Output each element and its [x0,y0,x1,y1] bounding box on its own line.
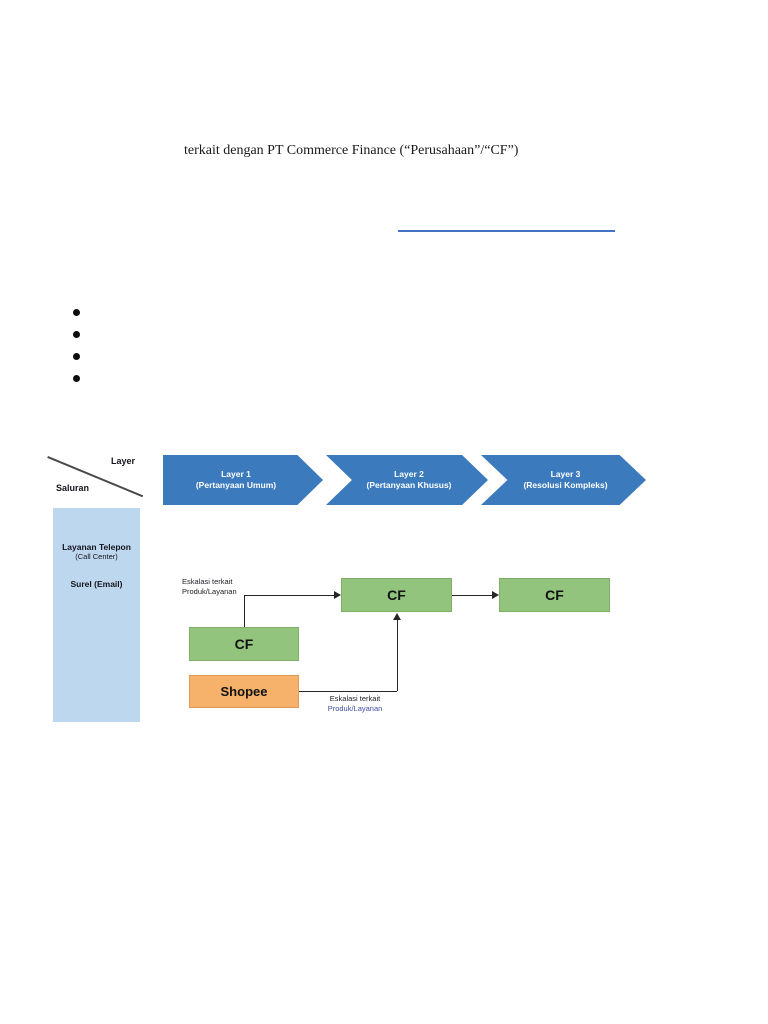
node-cf-layer3: CF [499,578,610,612]
bullet-point [73,331,80,338]
layer1-title: Layer 1 [221,469,251,479]
axis-label-saluran: Saluran [56,483,90,493]
bullet-point [73,375,80,382]
node-cf-layer1: CF [189,627,299,661]
layer2-arrow: Layer 2 (Pertanyaan Khusus) [326,455,488,505]
connector-cf2-to-cf3 [452,595,492,596]
channel-phone-detail: (Call Center) [75,552,118,561]
edge-label-shopee-escalation-line2: Produk/Layanan [327,703,383,713]
edge-label-cf-escalation-line1: Eskalasi terkait [182,577,233,586]
layer1-subtitle: (Pertanyaan Umum) [195,480,277,490]
document-title: terkait dengan PT Commerce Finance (“Per… [184,143,519,158]
channel-phone-label: Layanan Telepon [62,542,131,552]
node-cf-layer2: CF [341,578,452,612]
arrowhead-up-into-cf-layer2 [393,613,401,620]
layer1-arrow: Layer 1 (Pertanyaan Umum) [163,455,323,505]
layer2-subtitle: (Pertanyaan Khusus) [366,480,452,490]
connector-cf1-vertical [244,595,245,627]
arrowhead-into-cf-layer3 [492,591,499,599]
channel-email-label: Surel (Email) [70,579,123,589]
connector-shopee-horizontal [299,691,397,692]
node-shopee: Shopee [189,675,299,708]
layer2-title: Layer 2 [394,469,424,479]
edge-label-shopee-escalation-line1: Eskalasi terkait [329,694,381,703]
edge-label-shopee-escalation: Eskalasi terkait Produk/Layanan [320,694,390,713]
connector-shopee-vertical [397,620,398,691]
layer3-arrow: Layer 3 (Resolusi Kompleks) [481,455,646,505]
connector-cf1-horizontal [244,595,334,596]
edge-label-cf-escalation: Eskalasi terkait Produk/Layanan [182,577,248,596]
arrowhead-into-cf-layer2 [334,591,341,599]
layer3-subtitle: (Resolusi Kompleks) [523,480,608,490]
blue-divider-line [398,230,615,232]
bullet-point [73,309,80,316]
bullet-point [73,353,80,360]
layer3-title: Layer 3 [550,469,581,479]
axis-label-layer: Layer [111,456,136,466]
channels-panel: Layanan Telepon (Call Center) Surel (Ema… [53,508,140,722]
edge-label-cf-escalation-line2: Produk/Layanan [182,586,237,596]
